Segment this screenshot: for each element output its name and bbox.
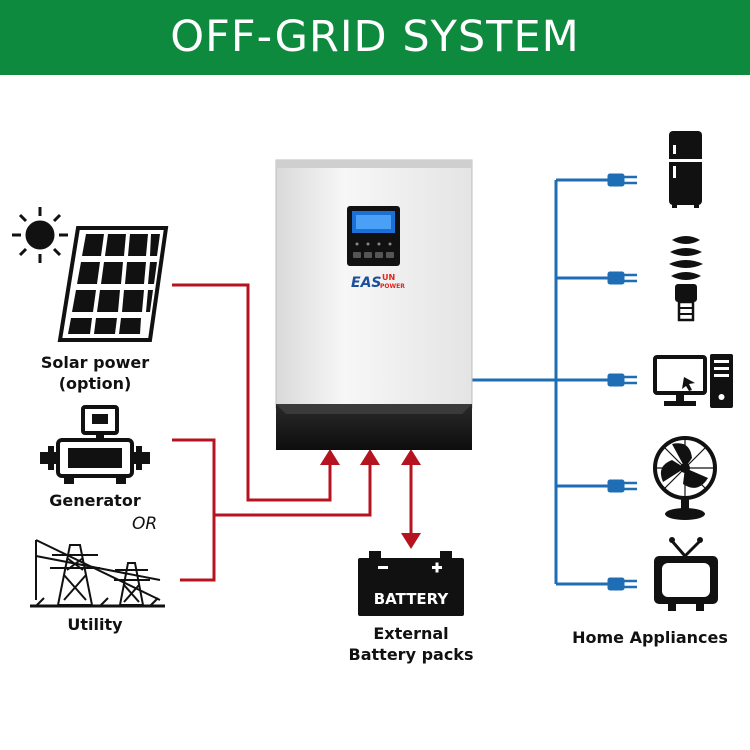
battery-double-arrow (401, 449, 421, 549)
plug-icon-fridge (607, 173, 637, 187)
inverter-unit (275, 159, 473, 450)
utility-pylons-icon (30, 539, 165, 608)
generator-label: Generator (49, 491, 141, 510)
battery-icon (358, 551, 464, 616)
solar-power-label-line2: (option) (58, 374, 132, 393)
plug-icon-fan (607, 479, 637, 493)
inverter-top-edge (276, 160, 472, 168)
generator-input-line (172, 438, 216, 515)
inverter-brand-logo-top: UN (382, 273, 395, 282)
inverter-body (275, 159, 473, 409)
battery-box-label: BATTERY (374, 590, 450, 608)
solar-input-arrowhead (320, 449, 340, 465)
solar-input-line (172, 283, 332, 502)
or-label: OR (132, 514, 158, 534)
computer-icon (653, 354, 733, 408)
cfl-bulb-icon (669, 236, 703, 322)
input-arrowheads (320, 449, 380, 465)
title-banner (0, 0, 750, 75)
plug-icon-tv (607, 577, 637, 591)
tv-icon (654, 537, 718, 611)
plug-icons (607, 173, 637, 591)
refrigerator-icon (669, 131, 702, 208)
battery-caption-line2: Battery packs (348, 645, 474, 664)
plug-icon-bulb (607, 271, 637, 285)
solar-power-label-line1: Solar power (40, 353, 150, 372)
battery-caption: External Battery packs (331, 623, 491, 665)
battery-caption-line1: External (373, 624, 449, 643)
generator-utility-merge-line (214, 462, 372, 517)
inverter-brand-logo: EAS (351, 275, 381, 291)
grid-input-arrowhead (360, 449, 380, 465)
solar-power-label: Solar power (option) (10, 352, 180, 394)
utility-label: Utility (67, 615, 123, 634)
ac-input-wiring (172, 283, 372, 582)
fan-icon (653, 436, 717, 520)
sun-icon (12, 207, 68, 263)
generator-icon (40, 405, 150, 484)
home-appliances-label: Home Appliances (572, 628, 728, 647)
utility-input-line (180, 515, 216, 582)
page-title: OFF-GRID SYSTEM (170, 12, 580, 62)
solar-panel-icon (57, 226, 169, 342)
plug-icon-computer (607, 373, 637, 387)
ac-output-wiring (472, 178, 610, 586)
inverter-brand-logo-bottom: POWER (380, 283, 405, 290)
